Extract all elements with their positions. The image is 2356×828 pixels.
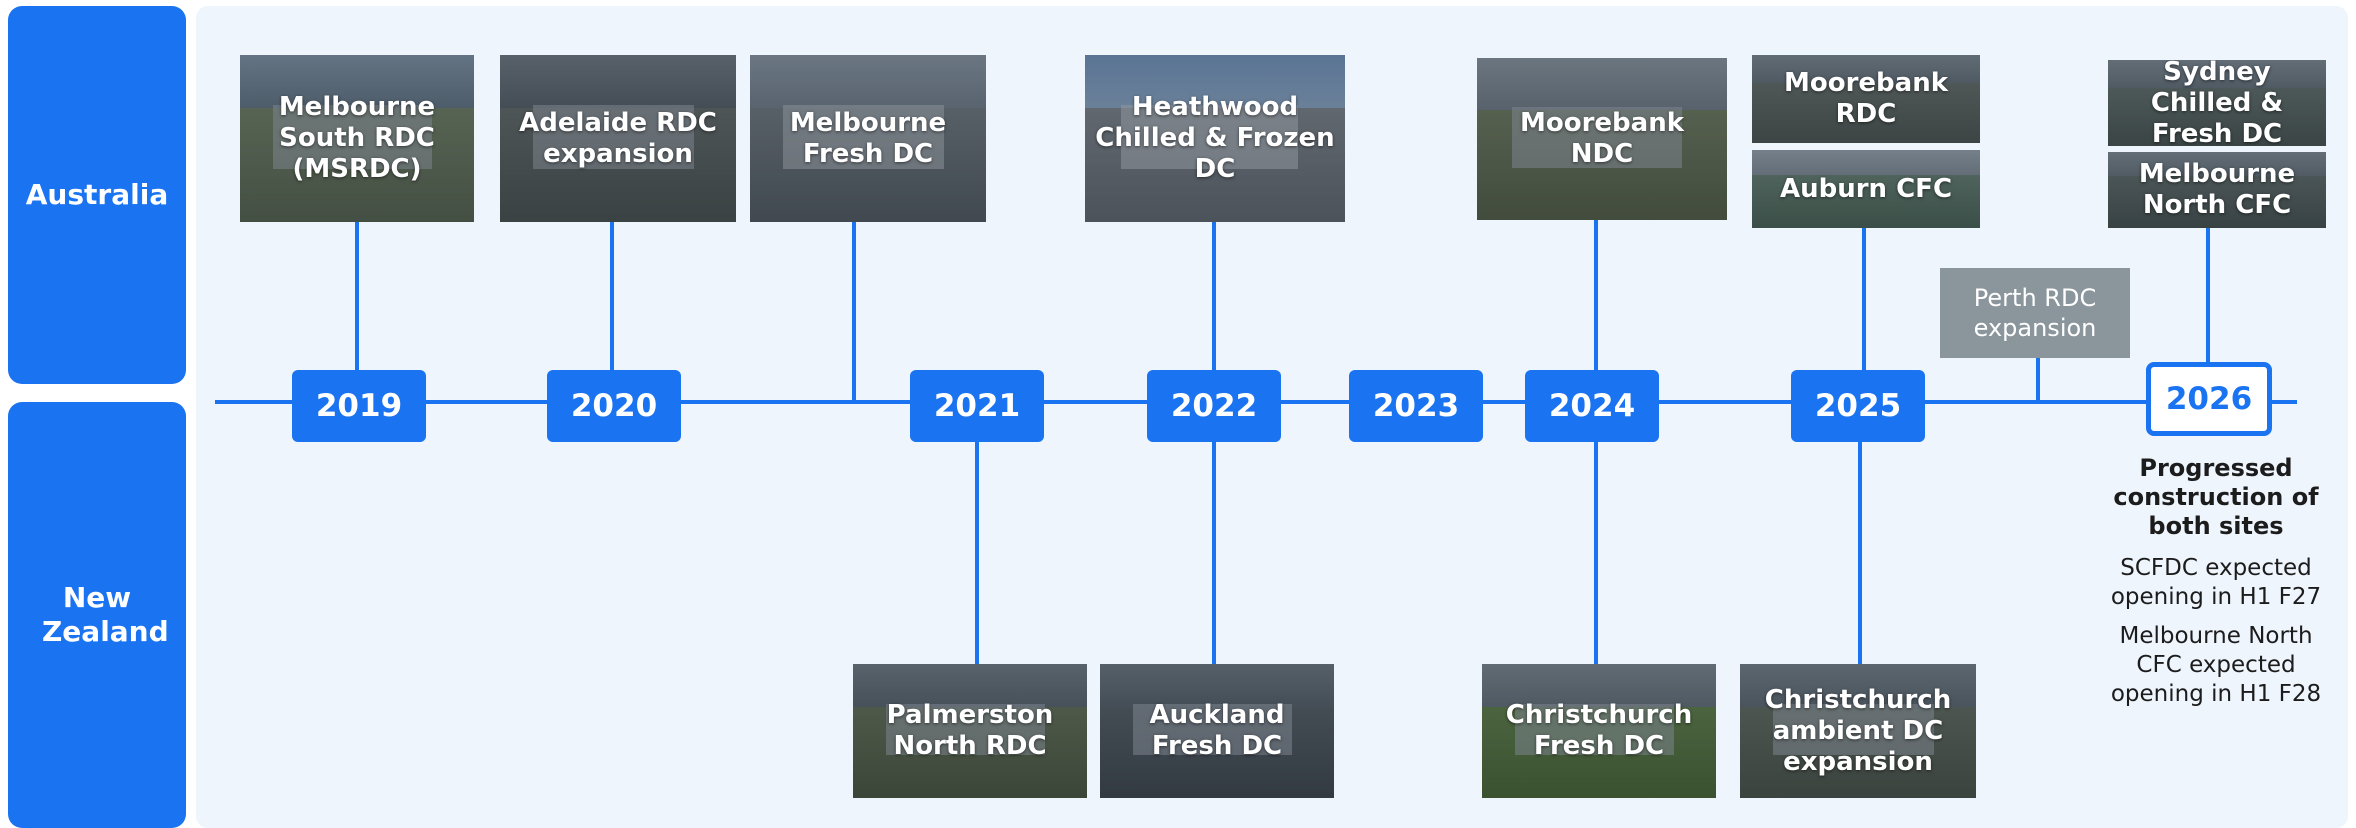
site-label: Melbourne South RDC (MSRDC) (278, 92, 436, 184)
site-label: Melbourne North CFC (2138, 159, 2296, 220)
connector (610, 222, 614, 372)
site-label: Christchurch Fresh DC (1505, 700, 1693, 761)
connector (1594, 220, 1598, 372)
australia-label: Australia (25, 178, 169, 211)
site-label: Moorebank RDC (1783, 68, 1948, 129)
connector (975, 440, 979, 664)
site-photo-melbourne-fresh-dc: Melbourne Fresh DC (750, 55, 986, 222)
year-2020: 2020 (547, 370, 681, 442)
site-label: Auckland Fresh DC (1149, 700, 1285, 761)
region-label-new-zealand: New Zealand (8, 402, 186, 828)
site-label: Moorebank NDC (1519, 108, 1684, 169)
note-heading: Progressed construction of both sites (2113, 454, 2319, 540)
site-label: Christchurch ambient DC expansion (1764, 684, 1952, 777)
year-2022: 2022 (1147, 370, 1281, 442)
site-label: Melbourne Fresh DC (789, 107, 947, 169)
site-label: Auburn CFC (1779, 173, 1953, 204)
connector (852, 222, 856, 402)
site-photo-heathwood-dc: Heathwood Chilled & Frozen DC (1085, 55, 1345, 222)
year-2026: 2026 (2146, 362, 2272, 436)
new-zealand-label: New Zealand (42, 581, 169, 648)
region-label-australia: Australia (8, 6, 186, 384)
site-photo-palmerston-north-rdc: Palmerston North RDC (853, 664, 1087, 798)
site-photo-christchurch-ambient-dc: Christchurch ambient DC expansion (1740, 664, 1976, 798)
site-photo-moorebank-rdc: Moorebank RDC (1752, 55, 1980, 143)
site-photo-auckland-fresh-dc: Auckland Fresh DC (1100, 664, 1334, 798)
year-2021: 2021 (910, 370, 1044, 442)
year-2019: 2019 (292, 370, 426, 442)
site-photo-christchurch-fresh-dc: Christchurch Fresh DC (1482, 664, 1716, 798)
connector (2036, 358, 2040, 402)
connector (1212, 440, 1216, 664)
site-photo-sydney-chilled-fresh-dc: Sydney Chilled & Fresh DC (2108, 60, 2326, 146)
site-photo-auburn-cfc: Auburn CFC (1752, 150, 1980, 228)
year-2023: 2023 (1349, 370, 1483, 442)
year-2024: 2024 (1525, 370, 1659, 442)
connector (1212, 222, 1216, 372)
site-label: Heathwood Chilled & Frozen DC (1095, 92, 1335, 184)
note-melbourne-north: Melbourne North CFC expected opening in … (2110, 623, 2322, 707)
site-label: Sydney Chilled & Fresh DC (2150, 60, 2284, 146)
connector (1858, 440, 1862, 664)
site-photo-melbourne-south-rdc: Melbourne South RDC (MSRDC) (240, 55, 474, 222)
note-scfdc: SCFDC expected opening in H1 F27 (2110, 555, 2322, 610)
site-photo-adelaide-rdc: Adelaide RDC expansion (500, 55, 736, 222)
site-label: Palmerston North RDC (886, 700, 1054, 761)
connector (355, 222, 359, 372)
site-label: Adelaide RDC expansion (519, 107, 717, 169)
year-2025: 2025 (1791, 370, 1925, 442)
connector (1594, 440, 1598, 664)
site-photo-moorebank-ndc: Moorebank NDC (1477, 58, 1727, 220)
connector (1862, 228, 1866, 372)
perth-rdc-expansion-box: Perth RDC expansion (1940, 268, 2130, 358)
connector (2206, 228, 2210, 362)
site-label: Perth RDC expansion (1973, 284, 2097, 342)
site-photo-melbourne-north-cfc: Melbourne North CFC (2108, 152, 2326, 228)
